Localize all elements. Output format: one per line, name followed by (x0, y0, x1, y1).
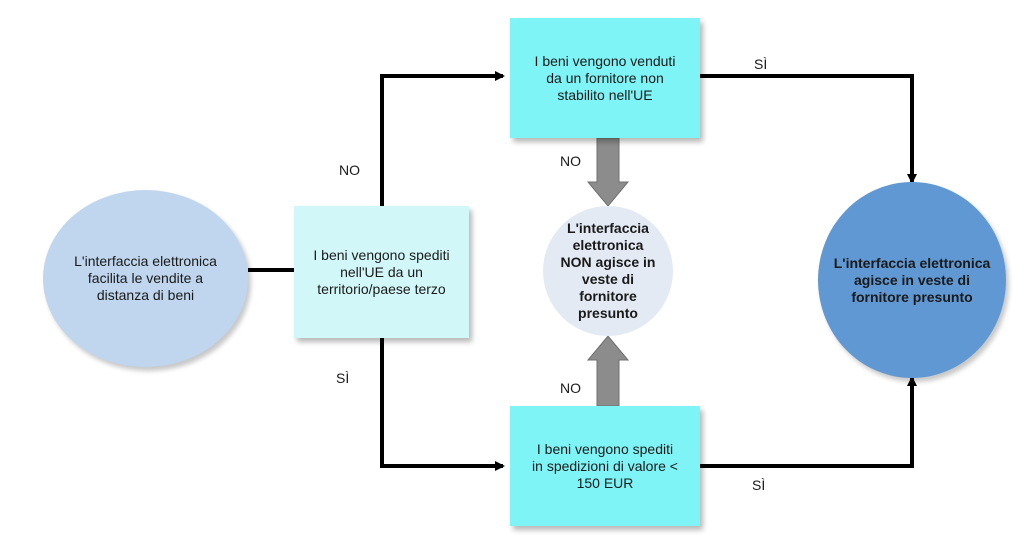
no-middle-lower-label: NO (560, 380, 581, 396)
shipment-value-question: I beni vengono spediti in spedizioni di … (510, 406, 700, 526)
not-deemed-supplier-result: L'interfaccia elettronica NON agisce in … (543, 206, 673, 336)
non-eu-supplier-question: I beni vengono venduti da un fornitore n… (510, 18, 700, 138)
deemed-result-text: L'interfaccia elettronica agisce in vest… (833, 254, 991, 305)
connector-value-yes-to-result (700, 376, 917, 468)
gray-arrow-down (586, 137, 630, 207)
supplier-question-text: I beni vengono venduti da un fornitore n… (534, 52, 676, 103)
shipped-question-text: I beni vengono spediti nell'UE da un ter… (313, 246, 450, 297)
connector-yes-to-value (380, 338, 505, 471)
value-question-text: I beni vengono spediti in spedizioni di … (532, 440, 678, 491)
deemed-supplier-result: L'interfaccia elettronica agisce in vest… (818, 182, 1006, 378)
yes-top-right-label: SÌ (754, 56, 768, 72)
gray-arrow-up (586, 335, 630, 407)
no-upper-label: NO (339, 162, 360, 178)
connector-supplier-yes-to-result (700, 74, 917, 184)
no-middle-upper-label: NO (560, 153, 581, 169)
connector-no-to-supplier (380, 71, 505, 206)
start-text: L'interfaccia elettronica facilita le ve… (74, 253, 217, 303)
shipped-from-third-territory-question: I beni vengono spediti nell'UE da un ter… (294, 206, 469, 338)
start-circle: L'interfaccia elettronica facilita le ve… (43, 190, 248, 367)
yes-lower-label: SÌ (336, 370, 350, 386)
yes-bottom-right-label: SÌ (752, 477, 766, 493)
not-deemed-result-text: L'interfaccia elettronica NON agisce in … (560, 220, 656, 321)
